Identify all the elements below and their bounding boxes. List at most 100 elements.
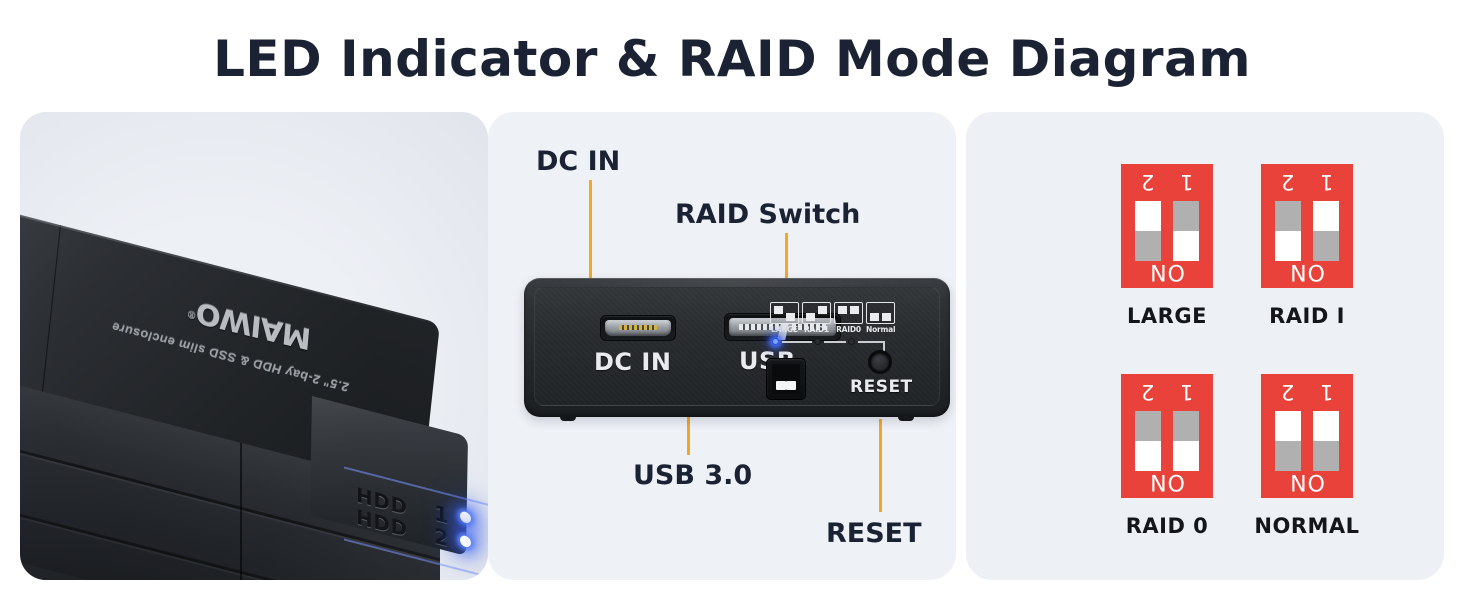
legend-cell-raid0: RAID0 — [834, 302, 863, 334]
page-title: LED Indicator & RAID Mode Diagram — [213, 30, 1251, 88]
led-trace-3 — [858, 341, 884, 343]
mode-led-row — [770, 336, 892, 352]
dip-slot-1[interactable] — [1173, 411, 1199, 471]
usb-port[interactable] — [724, 313, 841, 341]
dip-slot-2[interactable] — [1275, 201, 1301, 261]
dip-card-raid0: 2 1 ON — [1121, 374, 1213, 498]
hdd2-led-icon — [460, 534, 471, 549]
legend-switch-1 — [818, 305, 827, 314]
device-foot-left — [560, 416, 576, 421]
dip-number-1: 1 — [1179, 380, 1193, 404]
raid-mode-legend: LARGE RAID1 RAID0 — [770, 302, 896, 334]
dip-card-raid1: 2 1 ON — [1261, 164, 1353, 288]
dip-slot-1[interactable] — [1173, 201, 1199, 261]
raid-mode-large[interactable]: 2 1 ON LARGE — [1091, 164, 1243, 328]
legend-switch-2 — [870, 312, 879, 321]
legend-dip-icon-normal — [866, 302, 895, 324]
dip-number-2: 2 — [1281, 170, 1295, 194]
dip-slot-1[interactable] — [1313, 201, 1339, 261]
dip-card-large: 2 1 ON — [1121, 164, 1213, 288]
dip-on-text: ON — [1289, 469, 1325, 494]
hdd-number-2: 2 — [434, 523, 449, 552]
hdd-numbers: 1 2 — [434, 501, 449, 552]
dc-in-port-pins — [619, 325, 657, 330]
raid-mode-label-raid1: RAID I — [1269, 304, 1345, 328]
usb-port-pins-right — [792, 324, 826, 330]
dip-slot-2[interactable] — [1135, 201, 1161, 261]
callout-reset: RESET — [826, 518, 922, 549]
legend-label-raid1: RAID1 — [804, 325, 829, 334]
callout-dc-in: DC IN — [536, 146, 621, 177]
dip-slot-1[interactable] — [1313, 411, 1339, 471]
dip-knob-2 — [1275, 441, 1301, 471]
dip-knob-1 — [1173, 411, 1199, 441]
legend-switch-2 — [806, 312, 815, 321]
dc-in-port[interactable] — [600, 315, 676, 341]
led-trace-2 — [824, 341, 846, 343]
dip-knob-2 — [1135, 231, 1161, 261]
legend-label-raid0: RAID0 — [836, 325, 861, 334]
raid-mode-raid0[interactable]: 2 1 ON RAID 0 — [1091, 374, 1243, 538]
usb-port-pins-left — [739, 324, 781, 330]
dip-knob-1 — [1173, 201, 1199, 231]
legend-switch-1 — [882, 312, 891, 321]
legend-cell-large: LARGE — [770, 302, 799, 334]
raid-switch-toggle-2[interactable] — [776, 381, 786, 390]
raid-switch-body — [772, 364, 800, 394]
legend-switch-1 — [786, 312, 795, 321]
dc-in-port-mouth — [605, 320, 671, 336]
legend-switch-2 — [838, 305, 847, 314]
legend-switch-1 — [850, 305, 859, 314]
raid1-mode-led-icon — [814, 338, 821, 345]
device-foot-right — [898, 416, 914, 421]
legend-label-large: LARGE — [771, 325, 798, 334]
dip-number-1: 1 — [1319, 170, 1333, 194]
legend-label-normal: Normal — [866, 325, 896, 334]
dip-number-1: 1 — [1319, 380, 1333, 404]
dip-knob-1 — [1313, 231, 1339, 261]
usb-port-mouth — [729, 318, 836, 340]
leader-line-reset — [879, 419, 882, 512]
raid-mode-label-large: LARGE — [1127, 304, 1207, 328]
dip-knob-1 — [1313, 441, 1339, 471]
dip-on-text: ON — [1149, 469, 1185, 494]
dip-number-2: 2 — [1141, 170, 1155, 194]
dip-on-text: ON — [1149, 259, 1185, 284]
dip-card-normal: 2 1 ON — [1261, 374, 1353, 498]
panel-led-indicator: MAIWO® 2.5" 2-bay HDD & SSD slim enclosu… — [20, 112, 488, 580]
hdd-labels: HDD HDD — [356, 483, 407, 542]
raid-mode-raid1[interactable]: 2 1 ON RAID I — [1231, 164, 1383, 328]
raid-mode-label-normal: NORMAL — [1254, 514, 1360, 538]
dip-knob-2 — [1135, 411, 1161, 441]
dc-in-port-label: DC IN — [594, 348, 672, 376]
legend-cell-normal: Normal — [866, 302, 896, 334]
dip-slot-2[interactable] — [1135, 411, 1161, 471]
device-rear-panel: DC IN USB LARGE — [524, 278, 950, 421]
legend-dip-icon-raid0 — [834, 302, 863, 324]
leader-line-dc-in — [589, 180, 592, 283]
led-trace-hook — [883, 341, 885, 352]
raid-mode-label-raid0: RAID 0 — [1125, 514, 1209, 538]
dip-knob-2 — [1275, 201, 1301, 231]
raid-mode-grid: 2 1 ON LARGE 2 1 — [966, 112, 1444, 580]
product-photo: MAIWO® 2.5" 2-bay HDD & SSD slim enclosu… — [20, 112, 488, 580]
reset-button-label: RESET — [850, 377, 913, 397]
panel-raid-mode-table: 2 1 ON LARGE 2 1 — [966, 112, 1444, 580]
dip-on-text: ON — [1289, 259, 1325, 284]
legend-dip-icon-large — [770, 302, 799, 324]
raid-switch[interactable] — [766, 358, 806, 400]
raid-mode-normal[interactable]: 2 1 ON NORMAL — [1231, 374, 1383, 538]
legend-cell-raid1: RAID1 — [802, 302, 831, 334]
dip-slot-2[interactable] — [1275, 411, 1301, 471]
dip-number-2: 2 — [1281, 380, 1295, 404]
raid0-mode-led-icon — [848, 338, 855, 345]
dip-number-2: 2 — [1141, 380, 1155, 404]
callout-raid-switch: RAID Switch — [675, 199, 861, 230]
callout-usb-30: USB 3.0 — [633, 460, 753, 491]
reset-button[interactable] — [868, 350, 892, 374]
raid-switch-toggle-1[interactable] — [786, 381, 796, 390]
enclosure-vertical-seam — [240, 442, 242, 580]
hdd1-led-icon — [460, 510, 471, 525]
dip-number-1: 1 — [1179, 170, 1193, 194]
